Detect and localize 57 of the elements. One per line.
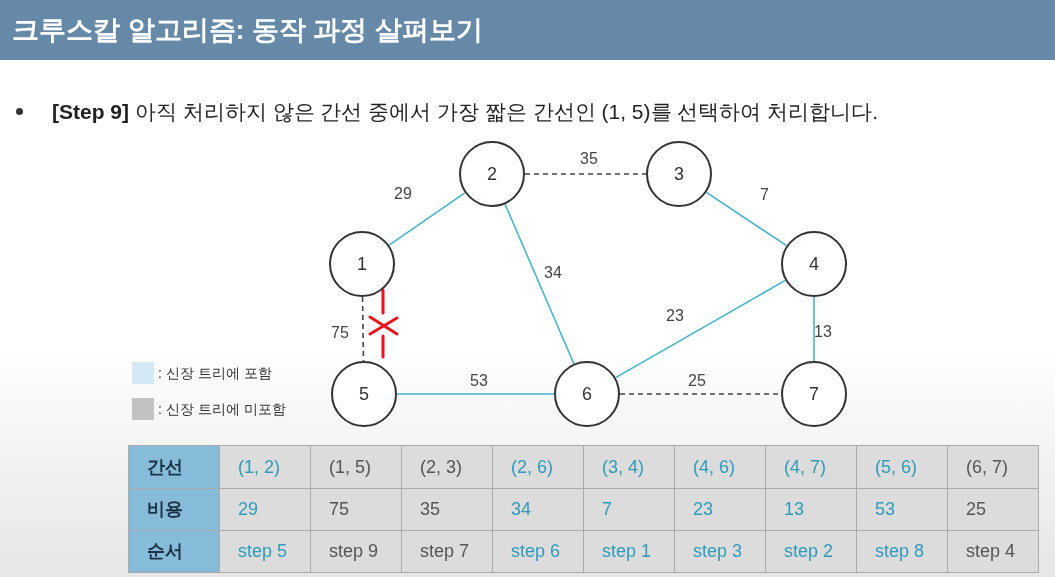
dashed-edge: [361, 296, 365, 362]
edge-label: 75: [331, 323, 349, 343]
edge-line: [614, 279, 787, 379]
table-cell: step 8: [856, 530, 947, 572]
edge-label: 23: [666, 306, 684, 326]
table-cell: step 6: [492, 530, 583, 572]
table-cell: (1, 2): [219, 446, 310, 488]
edge-line: [813, 296, 815, 362]
table-cell: 23: [674, 488, 765, 530]
edge-label: 35: [580, 149, 598, 169]
dashed-edge: [524, 173, 647, 175]
table-cell: 7: [583, 488, 674, 530]
edge-label: 34: [544, 263, 562, 283]
table-cell: (5, 6): [856, 446, 947, 488]
edge-label: 13: [814, 322, 832, 342]
table-cell: (1, 5): [310, 446, 401, 488]
table-cell: 75: [310, 488, 401, 530]
table-cell: step 2: [765, 530, 856, 572]
table-cell: 34: [492, 488, 583, 530]
edge-label: 29: [394, 184, 412, 204]
table-cell: 13: [765, 488, 856, 530]
node-label: 6: [582, 382, 592, 406]
table-cell: 25: [947, 488, 1038, 530]
edge-line: [388, 192, 466, 246]
edge-line: [396, 393, 555, 395]
edge-line: [705, 191, 788, 247]
table-cell: step 3: [674, 530, 765, 572]
node-label: 5: [359, 382, 369, 406]
table-cell: step 1: [583, 530, 674, 572]
node-label: 1: [357, 252, 367, 276]
legend-label: : 신장 트리에 미포함: [158, 399, 286, 419]
table-cell: 35: [401, 488, 492, 530]
edge-label: 7: [760, 185, 769, 205]
edge-label: 53: [470, 371, 488, 391]
table-cell: (3, 4): [583, 446, 674, 488]
node-label: 2: [487, 162, 497, 186]
table-cell: (2, 3): [401, 446, 492, 488]
table-cell: 29: [219, 488, 310, 530]
table-cell: (4, 7): [765, 446, 856, 488]
step-description: [Step 9] 아직 처리하지 않은 간선 중에서 가장 짧은 간선인 (1, 5)를 선택하여 처리합니다.: [52, 99, 879, 125]
table-header-cell: 간선: [129, 446, 219, 488]
table-cell: step 5: [219, 530, 310, 572]
legend-label: : 신장 트리에 포함: [158, 363, 272, 383]
title: 크루스칼 알고리즘: 동작 과정 살펴보기: [12, 13, 483, 47]
table-cell: (6, 7): [947, 446, 1038, 488]
table-header-cell: 비용: [129, 488, 219, 530]
table-cell: 53: [856, 488, 947, 530]
table-cell: step 4: [947, 530, 1038, 572]
node-label: 7: [809, 382, 819, 406]
table-cell: step 9: [310, 530, 401, 572]
edge-label: 25: [688, 371, 706, 391]
table-cell: (2, 6): [492, 446, 583, 488]
table-header-cell: 순서: [129, 530, 219, 572]
node-label: 3: [674, 162, 684, 186]
node-label: 4: [809, 252, 819, 276]
table-cell: (4, 6): [674, 446, 765, 488]
table-cell: step 7: [401, 530, 492, 572]
